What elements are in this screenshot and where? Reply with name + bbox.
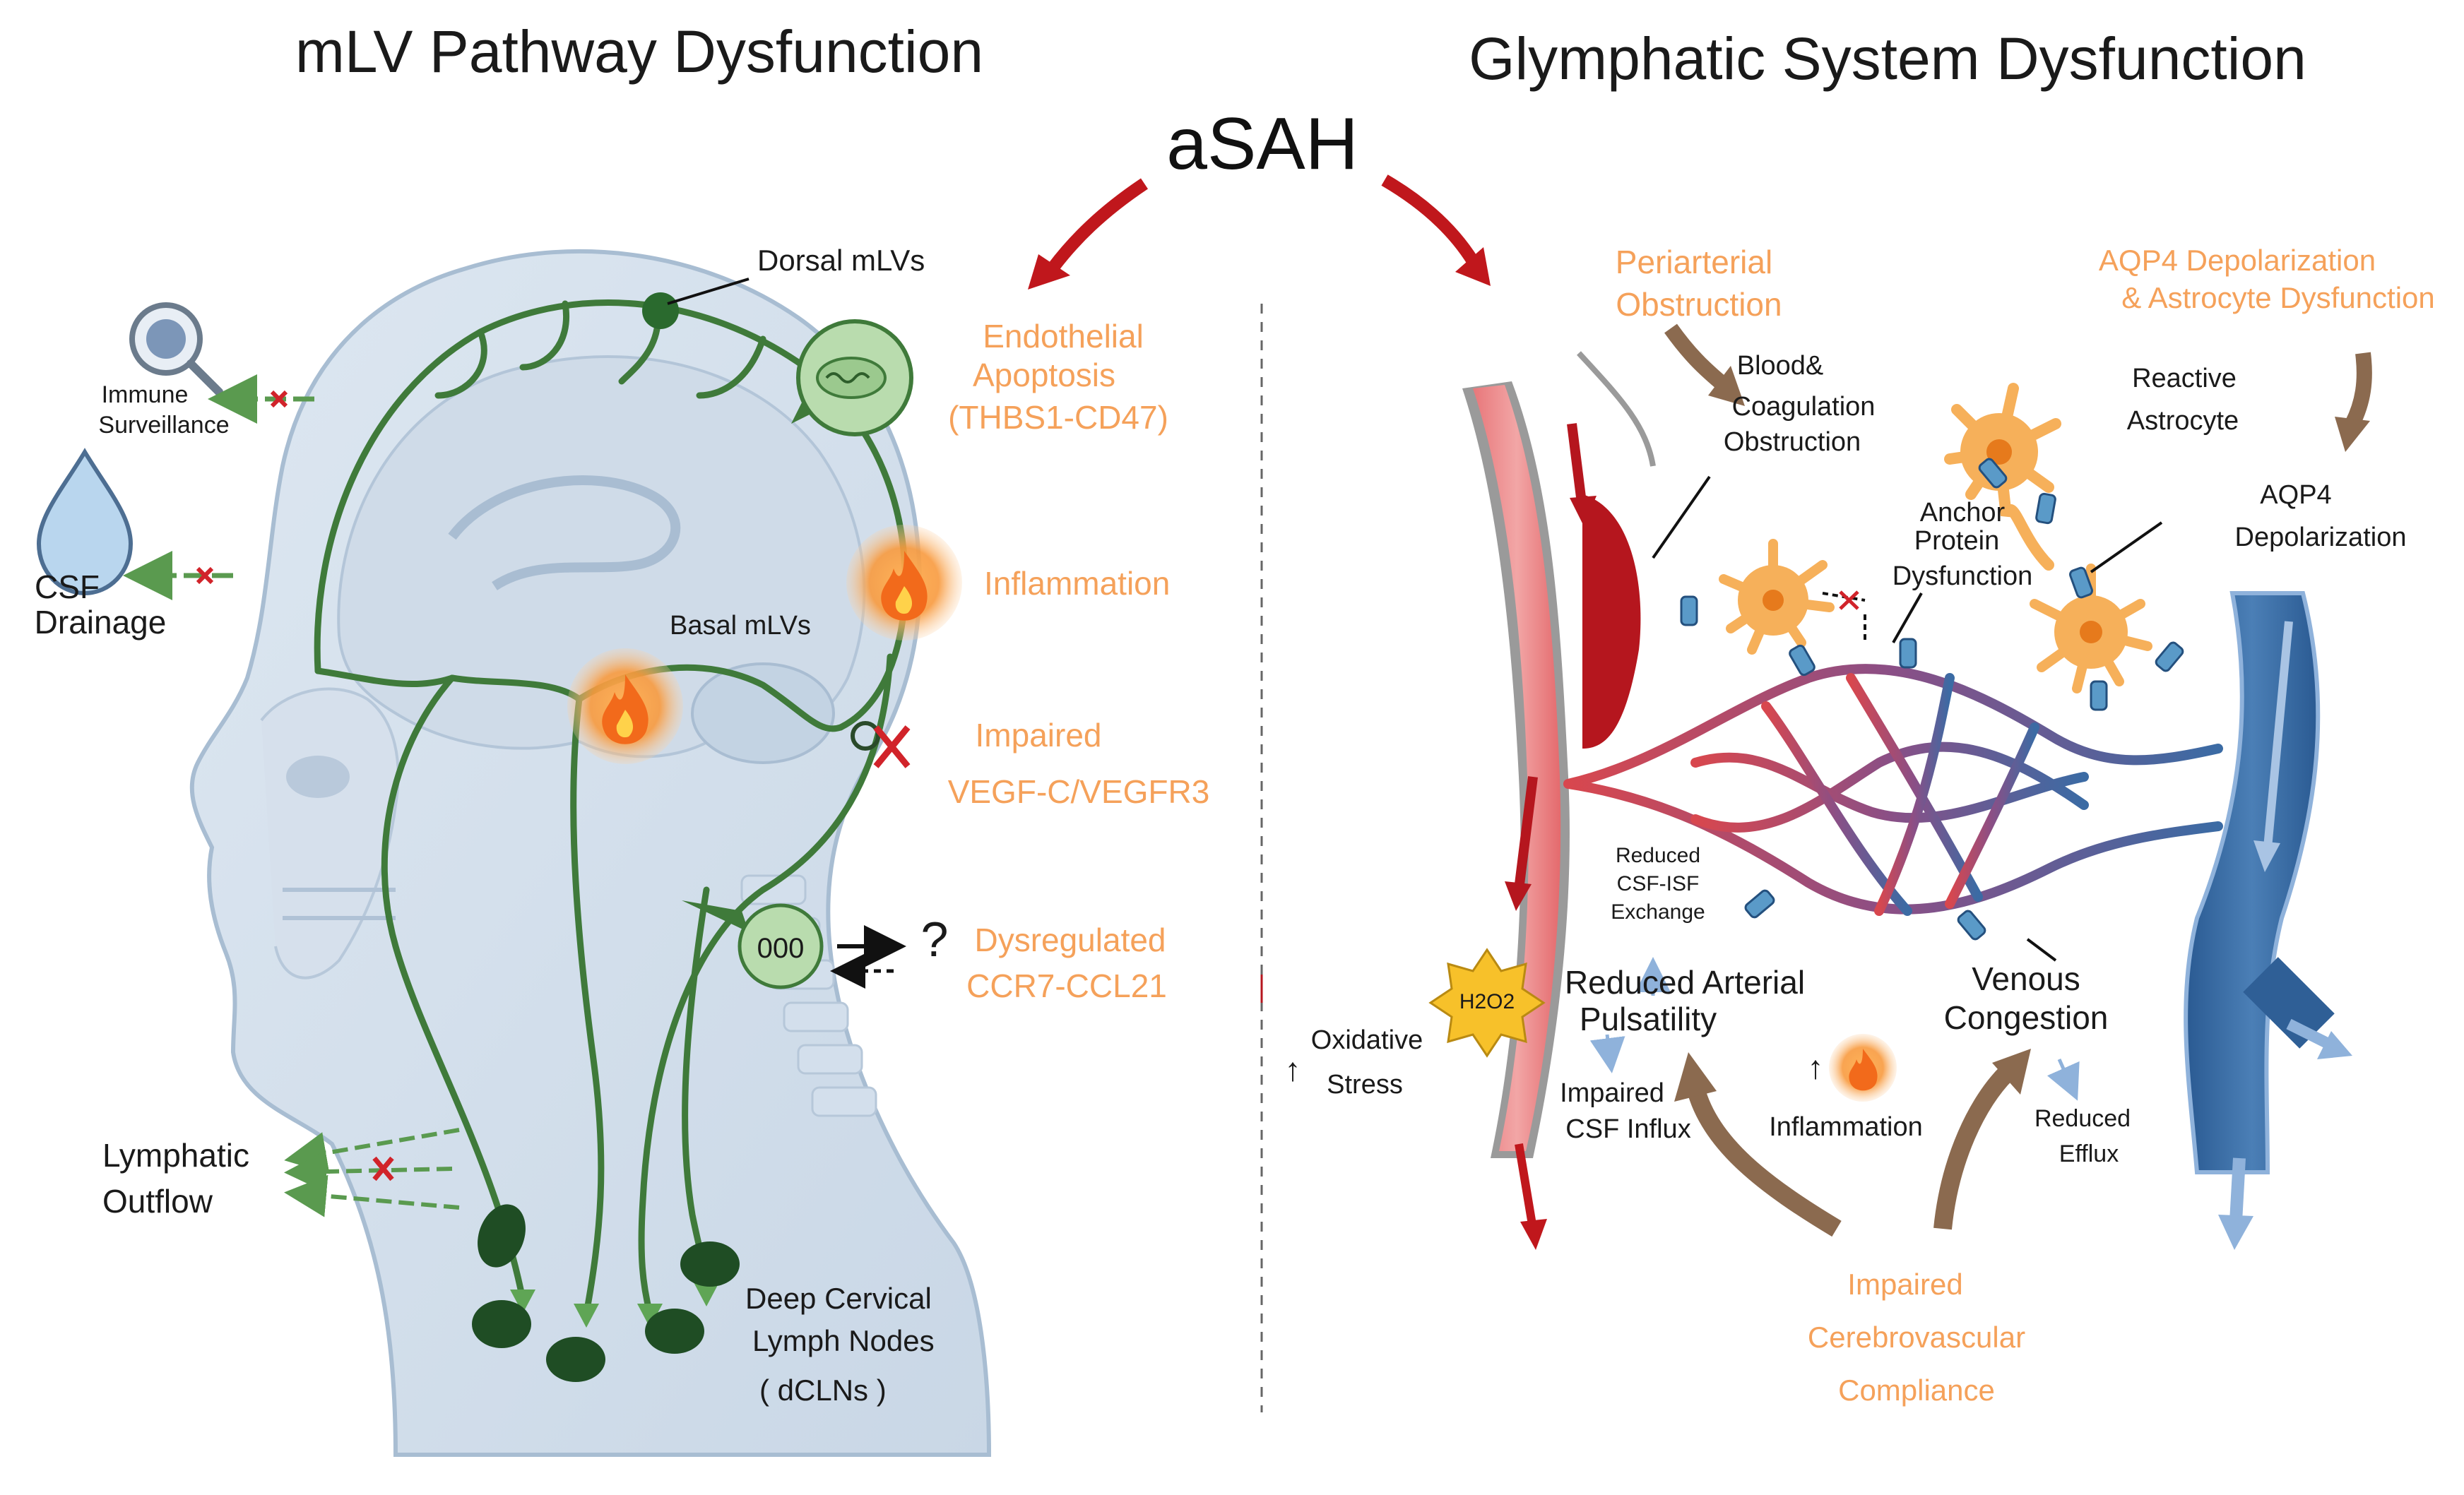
endothelial-apoptosis-label-2: Apoptosis	[972, 357, 1116, 393]
vein-flow-arrows	[2218, 621, 2352, 1250]
oxidative-stress-label-2: Stress	[1327, 1070, 1403, 1100]
immune-surveillance-label-1: Immune	[101, 381, 189, 408]
brown-arrows	[1664, 323, 2372, 1237]
astrocyte	[2030, 564, 2152, 693]
fire-icon	[567, 648, 683, 764]
dysregulated-ccr7-label-2: CCR7-CCL21	[966, 967, 1167, 1004]
small-blue-arrows	[1589, 957, 2080, 1101]
asah-arrows	[1028, 174, 1491, 290]
oxidative-up-arrow: ↑	[1284, 1051, 1301, 1088]
impaired-compliance-label-2: Cerebrovascular	[1807, 1321, 2026, 1354]
blood-coagulation-label-3: Obstruction	[1723, 427, 1861, 457]
inflammation-label-left: Inflammation	[984, 565, 1171, 602]
lymphatic-outflow-label-2: Outflow	[102, 1183, 213, 1220]
impaired-vegf-label-2: VEGF-C/VEGFR3	[947, 773, 1210, 810]
asah-label: aSAH	[1166, 103, 1358, 185]
right-panel-title: Glymphatic System Dysfunction	[1469, 25, 2306, 92]
question-mark: ?	[920, 912, 949, 967]
svg-text:000: 000	[757, 933, 805, 964]
artery	[1462, 351, 1656, 1158]
csf-drainage-label-1: CSF	[35, 568, 100, 605]
magnifier-icon	[129, 302, 223, 396]
dclns-label-1: Deep Cervical	[745, 1282, 932, 1315]
endothelial-cell-icon	[791, 319, 913, 436]
reduced-csf-isf-label-1: Reduced	[1615, 844, 1701, 867]
venous-congestion-label-1: Venous	[1972, 960, 2080, 997]
dclns-label-2: Lymph Nodes	[752, 1324, 935, 1357]
ccr7-cell-icon: 000	[682, 900, 824, 989]
oxidative-stress-label-1: Oxidative	[1310, 1025, 1423, 1055]
immune-blocked-arrow	[208, 374, 314, 424]
reduced-efflux-label-1: Reduced	[2034, 1105, 2131, 1132]
periarterial-obstruction-label-2: Obstruction	[1616, 286, 1782, 323]
aqp4-header-label-1: AQP4 Depolarization	[2098, 244, 2376, 277]
blood-coagulation-label-1: Blood&	[1736, 351, 1824, 381]
fire-icon	[846, 525, 962, 641]
reduced-csf-isf-label-2: CSF-ISF	[1616, 872, 1700, 895]
astrocyte	[1719, 539, 1835, 655]
vegf-receptor-block-icon	[851, 721, 911, 768]
reactive-astrocyte-label-1: Reactive	[2132, 364, 2237, 393]
anchor-protein-label-3: Dysfunction	[1892, 561, 2033, 591]
csf-blocked-arrow	[123, 551, 233, 600]
inflammation-label-right: Inflammation	[1769, 1112, 1923, 1142]
blood-coagulation-label-2: Coagulation	[1731, 392, 1876, 422]
reduced-arterial-pulsatility-label-2: Pulsatility	[1579, 1001, 1717, 1037]
impaired-csf-influx-label-1: Impaired	[1560, 1078, 1664, 1108]
dysregulated-ccr7-label-1: Dysregulated	[974, 922, 1166, 958]
lymphatic-outflow-arrows	[284, 1128, 460, 1217]
aqp4-header-label-2: & Astrocyte Dysfunction	[2121, 281, 2435, 314]
inflammation-up-arrow: ↑	[1807, 1049, 1824, 1085]
vein	[2184, 591, 2335, 1174]
impaired-compliance-label-3: Compliance	[1838, 1374, 1995, 1407]
h2o2-label: H2O2	[1459, 990, 1515, 1013]
aqp4-channels	[1680, 458, 2184, 941]
anchor-protein-label-2: Protein	[1914, 526, 2000, 556]
csf-drainage-label-2: Drainage	[34, 604, 167, 641]
h2o2-burst-icon	[1428, 948, 1546, 1058]
capillary-network	[1563, 664, 2223, 916]
dclns-label-3: ( dCLNs )	[759, 1374, 887, 1407]
impaired-csf-influx-label-2: CSF Influx	[1565, 1114, 1691, 1144]
impaired-vegf-label-1: Impaired	[975, 717, 1102, 754]
head-illustration	[189, 249, 992, 1457]
reduced-arterial-pulsatility-label-1: Reduced Arterial	[1564, 964, 1806, 1001]
reactive-astrocyte-label-2: Astrocyte	[2126, 406, 2239, 436]
dorsal-mlv-node	[642, 292, 679, 329]
anchor-protein-label-1: Anchor	[1919, 498, 2006, 528]
lymphatic-outflow-label-1: Lymphatic	[102, 1137, 249, 1174]
immune-surveillance-label-2: Surveillance	[98, 412, 230, 439]
outflow-block-x	[372, 1156, 394, 1181]
venous-congestion-label-2: Congestion	[1943, 999, 2109, 1036]
reduced-csf-isf-label-3: Exchange	[1611, 900, 1705, 924]
aqp4-depolarization-label-2: Depolarization	[2234, 523, 2407, 552]
aqp4-depolarization-label-1: AQP4	[2260, 480, 2332, 510]
dorsal-mlvs-label: Dorsal mLVs	[757, 244, 925, 277]
lymph-nodes	[472, 1204, 740, 1382]
exchange-arrows	[830, 925, 906, 989]
fire-icon	[1829, 1034, 1897, 1102]
artery-flow-arrows	[1505, 423, 1597, 1250]
impaired-compliance-label-1: Impaired	[1847, 1268, 1963, 1301]
vessel-arrowheads	[510, 1282, 719, 1328]
left-panel-title: mLV Pathway Dysfunction	[295, 18, 984, 85]
reduced-efflux-label-2: Efflux	[2059, 1140, 2119, 1167]
endothelial-apoptosis-label-1: Endothelial	[983, 318, 1144, 355]
endothelial-apoptosis-label-3: (THBS1-CD47)	[948, 399, 1168, 436]
periarterial-obstruction-label-1: Periarterial	[1615, 244, 1773, 280]
basal-mlvs-label: Basal mLVs	[670, 611, 811, 641]
anchor-block-x	[1839, 590, 1859, 610]
water-drop-icon	[36, 448, 134, 596]
